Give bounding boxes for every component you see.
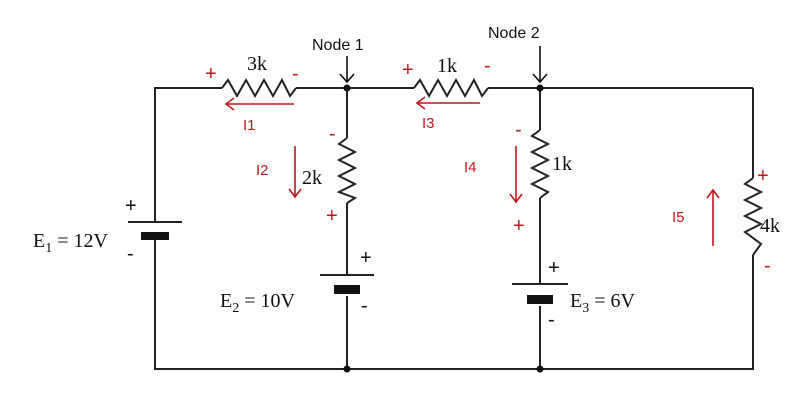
r1k-mid-plus-sign: + [513,215,525,237]
node2-label: Node 2 [488,25,540,42]
resistor-3k-label: 3k [247,53,267,75]
resistor-3k [221,77,297,99]
source-e2-label: E2 = 10V [220,290,295,316]
current-i1-arrow-icon [224,97,294,111]
resistor-1k-top [413,77,489,99]
resistor-1k-top-label: 1k [437,55,457,77]
source-e3-label: E3 = 6V [570,290,635,316]
battery-e2 [320,274,374,294]
r2k-minus-sign: - [329,123,336,145]
resistor-2k [336,137,358,204]
current-i3-label: I3 [422,115,435,132]
wires [154,87,754,370]
e1-minus-sign: - [127,243,134,265]
r1k-top-minus-sign: - [484,55,491,77]
r3k-plus-sign: + [205,63,217,85]
e1-plus-sign: + [125,195,137,217]
node1-arrow-icon [339,56,355,84]
e2-plus-sign: + [360,247,372,269]
current-i4-label: I4 [464,159,477,176]
current-i3-arrow-icon [415,96,480,110]
r1k-mid-minus-sign: - [515,119,522,141]
node1-label: Node 1 [312,37,364,54]
resistor-4k [742,177,764,256]
wire-left-top [154,87,222,190]
current-i4-arrow-icon [509,146,523,204]
junction-bottom-right [536,365,544,373]
resistor-2k-label: 2k [302,167,322,189]
current-i2-label: I2 [256,162,269,179]
resistor-1k-mid [529,129,551,199]
e3-plus-sign: + [548,257,560,279]
current-i5-arrow-icon [706,188,720,246]
current-i2-arrow-icon [288,146,302,199]
r4k-plus-sign: + [757,165,769,187]
e3-minus-sign: - [548,309,555,331]
resistor-1k-mid-label: 1k [552,153,572,175]
e2-minus-sign: - [361,295,368,317]
wire-bottom [154,240,754,370]
junction-bottom-left [343,365,351,373]
junction-node1 [343,84,351,92]
battery-e3 [512,283,568,304]
node2-arrow-icon [532,46,548,84]
source-e1-label: E1 = 12V [33,230,108,256]
r4k-minus-sign: - [764,255,771,277]
r1k-top-plus-sign: + [402,59,414,81]
junction-node2 [536,84,544,92]
battery-e1 [128,190,182,240]
resistor-4k-label: 4k [760,215,780,237]
current-i1-label: I1 [243,117,256,134]
r2k-plus-sign: + [326,205,338,227]
current-i5-label: I5 [672,209,685,226]
r3k-minus-sign: - [292,63,299,85]
